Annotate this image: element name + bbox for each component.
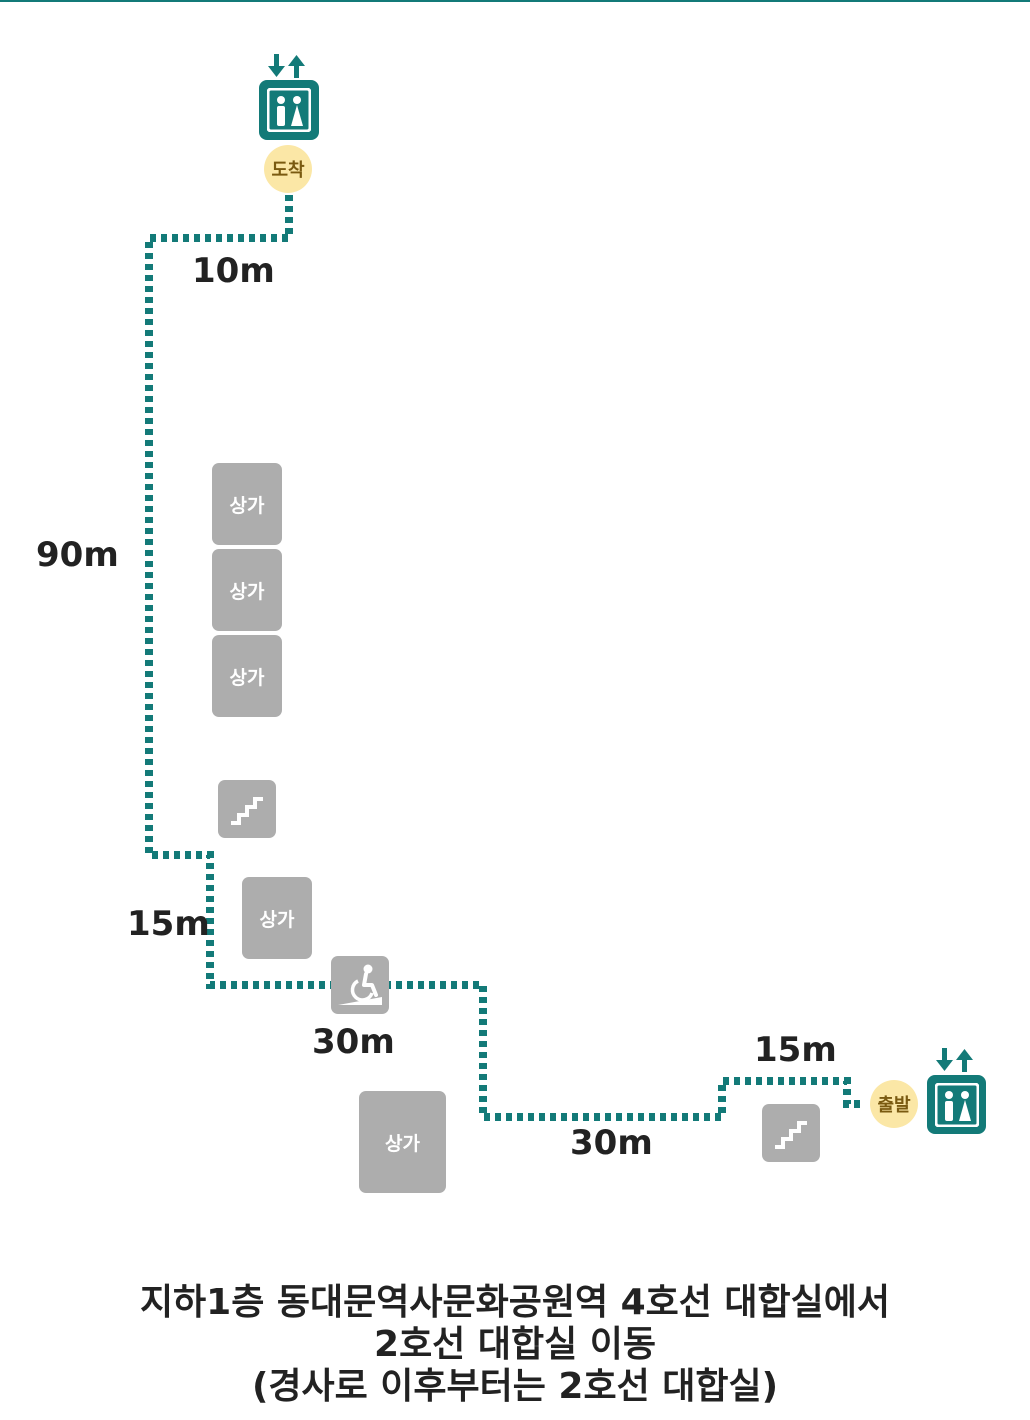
arrival-badge: 도착: [264, 145, 312, 193]
distance-label: 15m: [754, 1030, 837, 1070]
caption-line-1: 지하1층 동대문역사문화공원역 4호선 대합실에서: [139, 1282, 891, 1323]
distance-label: 30m: [570, 1123, 653, 1163]
top-divider-line: [0, 0, 1030, 2]
diagram-caption: 지하1층 동대문역사문화공원역 4호선 대합실에서 2호선 대합실 이동 (경사…: [0, 1282, 1030, 1408]
shop-block: 상가: [212, 635, 282, 717]
up-down-arrows-icon: [268, 54, 305, 78]
distance-label: 90m: [36, 535, 119, 575]
stairs-icon: [218, 780, 276, 838]
elevator-people-icon: [267, 88, 311, 132]
shop-block: 상가: [212, 463, 282, 545]
distance-label: 30m: [312, 1022, 395, 1062]
distance-label: 15m: [127, 904, 210, 944]
shop-block: 상가: [242, 877, 312, 959]
stairs-icon: [762, 1104, 820, 1162]
elevator-icon-departure: [927, 1075, 986, 1134]
shop-block: 상가: [359, 1091, 446, 1193]
departure-badge: 출발: [870, 1080, 918, 1128]
elevator-icon-arrival: [259, 80, 319, 140]
caption-line-3: (경사로 이후부터는 2호선 대합실): [251, 1366, 779, 1407]
wheelchair-ramp-icon: [331, 956, 389, 1014]
distance-label: 10m: [192, 251, 275, 291]
caption-line-2: 2호선 대합실 이동: [374, 1324, 656, 1365]
elevator-people-icon: [934, 1082, 979, 1127]
route-dotted-line: [145, 195, 865, 1121]
shop-block: 상가: [212, 549, 282, 631]
up-down-arrows-icon: [936, 1048, 973, 1072]
